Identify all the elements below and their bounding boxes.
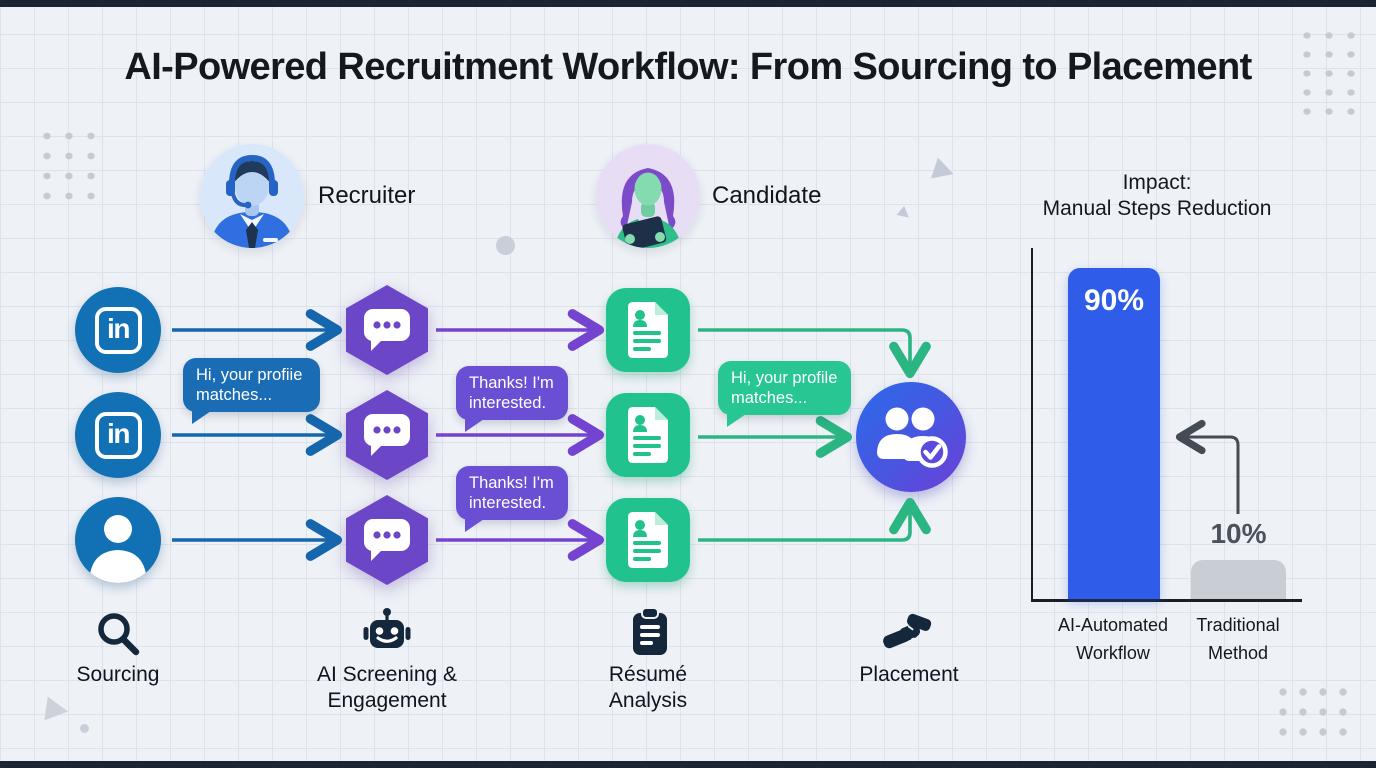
chart-title: Impact: Manual Steps Reduction [1042, 171, 1272, 220]
candidate-illustration [596, 144, 700, 248]
linkedin-in-glyph: in [94, 411, 142, 459]
stage-label-ai-screening: AI Screening & Engagement [316, 663, 458, 712]
recruiter-message-bubble: Hi, your profiie matches... [183, 358, 320, 424]
bar-label-ai-automated: AI-Automated Workflow [1057, 615, 1169, 663]
placement-node [856, 382, 966, 492]
source-linkedin-icon-2: in [75, 392, 161, 478]
source-linkedin-icon: in [75, 287, 161, 373]
recruiter-illustration [200, 144, 304, 248]
triangle-deco-2 [896, 205, 913, 223]
stage-label-placement: Placement [859, 663, 959, 686]
top-edge-bar [0, 0, 1376, 7]
circle-deco-1 [496, 236, 515, 255]
offer-message-bubble: Hi, your profile matches... [718, 361, 851, 427]
candidate-avatar [596, 144, 700, 248]
clipboard-icon [624, 606, 676, 658]
magnifier-icon [92, 608, 144, 660]
chart-y-axis [1031, 248, 1033, 601]
dot-grid-top-left [36, 126, 102, 206]
chart-x-axis [1031, 599, 1302, 602]
triangle-deco-1 [931, 157, 957, 185]
triangle-deco-3 [44, 696, 70, 724]
dot-grid-bottom-right [1273, 682, 1353, 742]
candidate-message-bubble: Thanks! I'm interested. [456, 366, 568, 432]
chat-hexagon-3 [346, 495, 428, 585]
circle-deco-2 [80, 724, 89, 733]
resume-doc-icon [628, 407, 668, 463]
source-person-circle [75, 497, 161, 583]
chat-bubble-icon [364, 309, 410, 351]
linkedin-in-glyph: in [94, 306, 142, 354]
resume-doc-square-3 [606, 498, 690, 582]
chat-bubble-icon [364, 519, 410, 561]
person-icon [89, 515, 147, 583]
bar-value-90: 90% [1083, 284, 1145, 317]
stage-label-resume-analysis: Résumé Analysis [608, 663, 688, 712]
stage-label-sourcing: Sourcing [76, 663, 160, 686]
chat-hexagon [346, 285, 428, 375]
handshake-icon [881, 608, 933, 660]
bar-label-traditional: Traditional Method [1196, 615, 1280, 663]
page-title: AI-Powered Recruitment Workflow: From So… [124, 46, 1252, 88]
bar-ai-automated: 90% [1068, 268, 1160, 599]
robot-icon [361, 606, 413, 658]
resume-doc-icon [628, 512, 668, 568]
matched-candidates-icon [877, 407, 948, 468]
candidate-message-bubble-2: Thanks! I'm interested. [456, 466, 568, 532]
chat-bubble-icon [364, 414, 410, 456]
resume-doc-icon [628, 302, 668, 358]
recruiter-avatar [200, 144, 304, 248]
bottom-edge-bar [0, 761, 1376, 768]
resume-doc-square [606, 288, 690, 372]
bar-traditional [1191, 560, 1286, 599]
dot-grid-top-right [1296, 26, 1362, 121]
resume-doc-square-2 [606, 393, 690, 477]
recruiter-label: Recruiter [318, 182, 416, 209]
candidate-label: Candidate [712, 182, 822, 209]
bar-value-10: 10% [1210, 518, 1267, 549]
chat-hexagon-2 [346, 390, 428, 480]
